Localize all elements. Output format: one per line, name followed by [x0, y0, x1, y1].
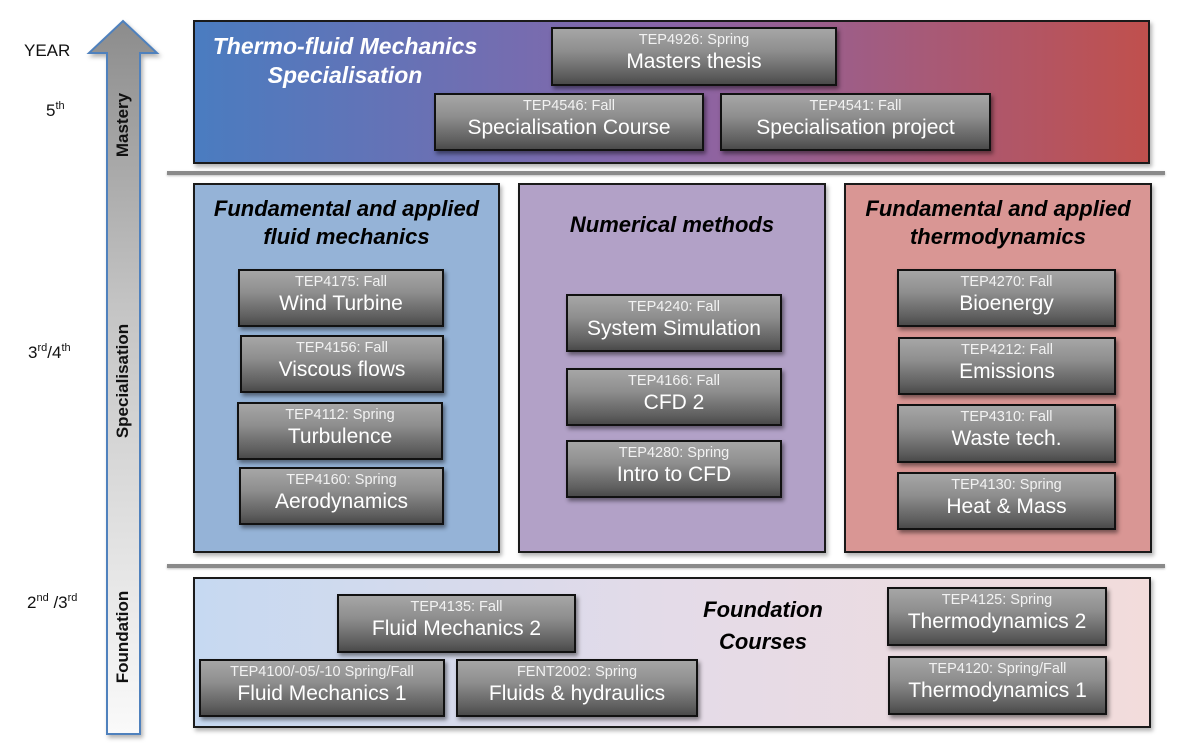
course-turbulence[interactable]: TEP4112: Spring Turbulence — [237, 402, 443, 460]
numerical-methods-title: Numerical methods — [569, 212, 775, 237]
fluid-mechanics-title: Fundamental and applied fluid mechanics — [195, 195, 498, 250]
course-code: TEP4280: Spring — [618, 445, 730, 461]
course-code: TEP4541: Fall — [809, 98, 902, 114]
course-system-simulation[interactable]: TEP4240: Fall System Simulation — [566, 294, 782, 352]
course-heat-and-mass[interactable]: TEP4130: Spring Heat & Mass — [897, 472, 1116, 530]
course-name: Bioenergy — [959, 292, 1054, 315]
course-name: Viscous flows — [278, 358, 406, 381]
course-viscous-flows[interactable]: TEP4156: Fall Viscous flows — [240, 335, 444, 393]
year-suffix: rd — [37, 342, 48, 354]
course-name: Masters thesis — [626, 50, 762, 73]
course-code: TEP4156: Fall — [296, 340, 388, 356]
thermo-title-line1: Fundamental and applied — [865, 196, 1131, 221]
course-name: Waste tech. — [951, 427, 1062, 450]
course-specialisation-course[interactable]: TEP4546: Fall Specialisation Course — [434, 93, 704, 151]
stage-label-mastery: Mastery — [113, 92, 132, 158]
course-fluid-mechanics-1[interactable]: TEP4100/-05/-10 Spring/Fall Fluid Mechan… — [199, 659, 445, 717]
course-code: TEP4112: Spring — [285, 407, 395, 423]
course-name: Fluid Mechanics 2 — [371, 617, 542, 640]
course-aerodynamics[interactable]: TEP4160: Spring Aerodynamics — [239, 467, 444, 525]
stage-label-specialisation: Specialisation — [113, 323, 132, 439]
course-fluid-mechanics-2[interactable]: TEP4135: Fall Fluid Mechanics 2 — [337, 594, 576, 653]
year-label-5th: 5th — [46, 100, 65, 121]
course-code: TEP4926: Spring — [638, 32, 750, 48]
year-number-2: /4 — [47, 343, 62, 362]
foundation-title-line2: Courses — [718, 628, 808, 654]
foundation-title-line1: Foundation — [703, 597, 823, 622]
course-name: Emissions — [959, 360, 1055, 383]
separator-specialisation-foundation — [167, 564, 1165, 568]
year-label-2nd-3rd: 2nd /3rd — [27, 592, 77, 613]
year-number-2: /3 — [48, 593, 68, 612]
course-thermodynamics-1[interactable]: TEP4120: Spring/Fall Thermodynamics 1 — [888, 656, 1107, 715]
course-name: Fluids & hydraulics — [488, 682, 666, 705]
course-code: TEP4310: Fall — [960, 409, 1053, 425]
course-name: Aerodynamics — [274, 490, 409, 513]
course-thermodynamics-2[interactable]: TEP4125: Spring Thermodynamics 2 — [887, 587, 1107, 646]
course-fluids-and-hydraulics[interactable]: FENT2002: Spring Fluids & hydraulics — [456, 659, 698, 717]
course-wind-turbine[interactable]: TEP4175: Fall Wind Turbine — [238, 269, 444, 327]
course-name: Turbulence — [287, 425, 393, 448]
course-emissions[interactable]: TEP4212: Fall Emissions — [898, 337, 1116, 395]
course-code: TEP4270: Fall — [960, 274, 1053, 290]
separator-mastery-specialisation — [167, 171, 1165, 175]
course-name: Thermodynamics 1 — [908, 679, 1087, 702]
course-name: Heat & Mass — [946, 495, 1067, 518]
course-name: Specialisation project — [756, 116, 955, 139]
course-code: TEP4166: Fall — [628, 373, 720, 389]
course-name: Thermodynamics 2 — [907, 610, 1087, 633]
year-suffix: nd — [36, 592, 49, 604]
course-intro-to-cfd[interactable]: TEP4280: Spring Intro to CFD — [566, 440, 782, 498]
course-code: TEP4212: Fall — [961, 342, 1053, 358]
foundation-title: Foundation Courses — [673, 594, 853, 658]
year-axis-title: YEAR — [24, 41, 71, 60]
fluid-title-line2: fluid mechanics — [263, 223, 430, 249]
progression-arrow — [86, 19, 160, 735]
mastery-title-line1: Thermo-fluid Mechanics — [212, 33, 478, 59]
course-name: System Simulation — [587, 317, 761, 340]
year-suffix-2: rd — [67, 592, 78, 604]
year-suffix-2: th — [61, 342, 71, 354]
year-number: 2 — [27, 593, 37, 612]
thermo-title-line2: thermodynamics — [909, 223, 1087, 249]
course-code: TEP4135: Fall — [410, 599, 503, 615]
course-code: TEP4240: Fall — [628, 299, 720, 315]
course-code: TEP4546: Fall — [523, 98, 615, 114]
course-name: Specialisation Course — [467, 116, 671, 139]
course-masters-thesis[interactable]: TEP4926: Spring Masters thesis — [551, 27, 837, 86]
course-code: TEP4125: Spring — [941, 592, 1053, 608]
course-waste-tech[interactable]: TEP4310: Fall Waste tech. — [897, 404, 1116, 463]
thermodynamics-title: Fundamental and applied thermodynamics — [846, 195, 1150, 250]
year-number: 5 — [46, 101, 56, 120]
course-code: TEP4100/-05/-10 Spring/Fall — [230, 664, 414, 680]
course-name: Fluid Mechanics 1 — [237, 682, 407, 705]
course-code: TEP4175: Fall — [295, 274, 387, 290]
year-label-3rd-4th: 3rd/4th — [28, 342, 71, 363]
course-specialisation-project[interactable]: TEP4541: Fall Specialisation project — [720, 93, 991, 151]
course-code: TEP4160: Spring — [286, 472, 397, 488]
fluid-title-line1: Fundamental and applied — [213, 196, 480, 221]
course-cfd-2[interactable]: TEP4166: Fall CFD 2 — [566, 368, 782, 426]
course-code: FENT2002: Spring — [516, 664, 638, 680]
course-code: TEP4130: Spring — [951, 477, 1062, 493]
course-code: TEP4120: Spring/Fall — [928, 661, 1067, 677]
course-bioenergy[interactable]: TEP4270: Fall Bioenergy — [897, 269, 1116, 327]
course-name: Intro to CFD — [616, 463, 732, 486]
year-number: 3 — [28, 343, 38, 362]
stage-label-foundation: Foundation — [113, 590, 132, 684]
mastery-title: Thermo-fluid Mechanics Specialisation — [205, 32, 485, 90]
mastery-title-line2: Specialisation — [267, 61, 423, 88]
arrow-shape — [86, 19, 160, 735]
year-suffix: th — [55, 100, 65, 112]
course-name: Wind Turbine — [279, 292, 403, 315]
course-name: CFD 2 — [643, 391, 705, 414]
